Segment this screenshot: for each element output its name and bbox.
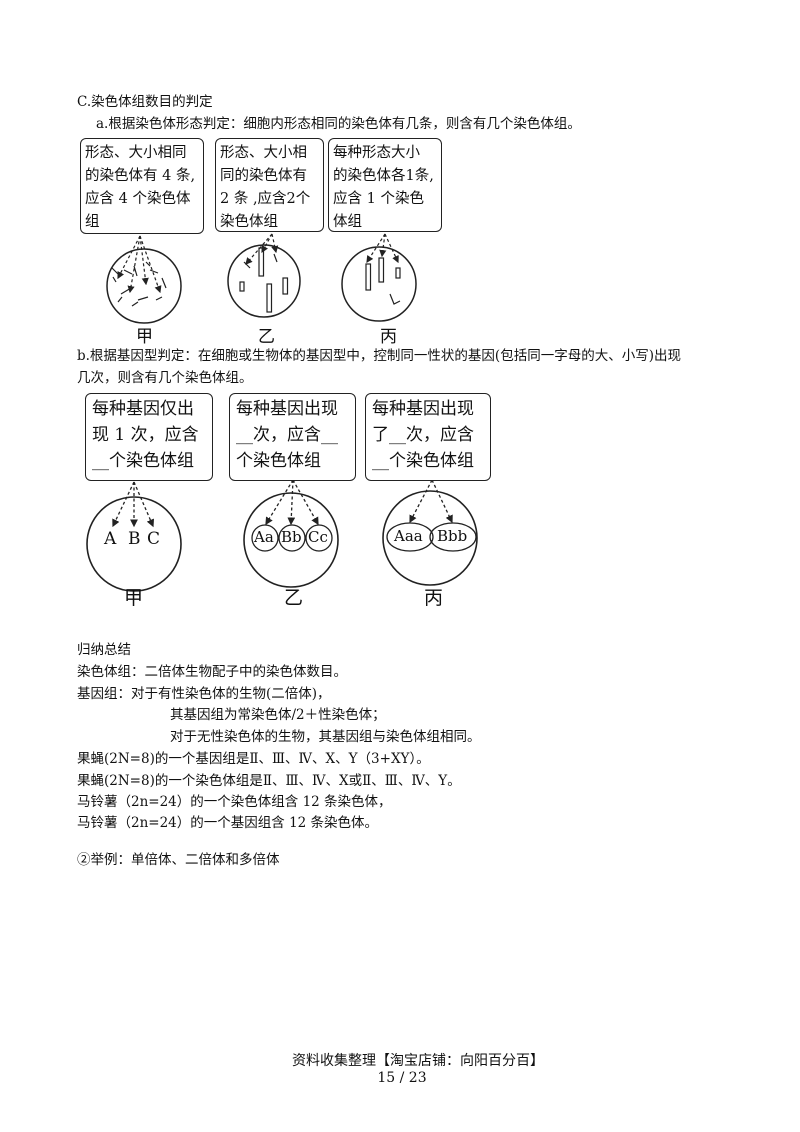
cell-yi-morph: [227, 233, 301, 318]
box-line: 2 条 ,应含2个: [220, 191, 311, 207]
morph-box-yi: 形态、大小相 同的染色体有 2 条 ,应含2个 染色体组: [215, 138, 324, 232]
box-line: 形态、大小相同: [85, 145, 187, 161]
summary-line-6: 果蝇(2N=8)的一个染色体组是Ⅱ、Ⅲ、Ⅳ、X或Ⅱ、Ⅲ、Ⅳ、Y。: [77, 773, 461, 789]
method-b-text-1: b.根据基因型判定：在细胞或生物体的基因型中，控制同一性状的基因(包括同一字母的…: [77, 348, 681, 364]
summary-line-2: 基因组：对于有性染色体的生物(二倍体)，: [77, 686, 331, 702]
summary-heading: 归纳总结: [77, 642, 131, 658]
summary-line-8: 马铃薯（2n=24）的一个基因组含 12 条染色体。: [77, 815, 379, 831]
cell-label2-jia: 甲: [124, 587, 144, 609]
box-line: 的染色体各1条,: [333, 168, 434, 184]
box-line: 每种形态大小: [333, 145, 420, 161]
box-line: 组: [85, 214, 100, 230]
footer-source: 资料收集整理【淘宝店铺：向阳百分百】: [292, 1053, 544, 1069]
method-b-text-2: 几次，则含有几个染色体组。: [77, 370, 253, 386]
cell-bing-morph: [341, 233, 417, 322]
box-line: 应含 1 个染色: [333, 191, 424, 207]
gene-Bbb: Bbb: [437, 527, 468, 545]
summary-line-1: 染色体组：二倍体生物配子中的染色体数目。: [77, 664, 347, 680]
morph-box-bing: 每种形态大小 的染色体各1条, 应含 1 个染色 体组: [328, 138, 442, 232]
box-line: 个染色体组: [236, 451, 321, 471]
gene-Aa: Aa: [254, 528, 274, 546]
gene-A: A: [104, 529, 117, 549]
box-line: 了__次，应含: [372, 425, 474, 445]
summary-line-5: 果蝇(2N=8)的一个基因组是Ⅱ、Ⅲ、Ⅳ、X、Y（3+XY）。: [77, 751, 430, 767]
gene-box-jia: 每种基因仅出 现 1 次，应含 __个染色体组: [85, 393, 213, 481]
example-line: ②举例：单倍体、二倍体和多倍体: [77, 852, 280, 868]
morph-box-jia: 形态、大小相同 的染色体有 4 条, 应含 4 个染色体 组: [80, 138, 204, 234]
gene-Aaa: Aaa: [394, 527, 423, 545]
box-line: 每种基因出现: [236, 399, 338, 419]
cell-jia-morph: [106, 235, 182, 324]
cell-yi-gene: [243, 479, 339, 588]
box-line: 现 1 次，应含: [92, 425, 199, 445]
box-line: 应含 4 个染色体: [85, 191, 191, 207]
cell-label2-yi: 乙: [284, 587, 304, 609]
cell-label-jia: 甲: [136, 327, 153, 347]
box-line: 染色体组: [220, 214, 278, 230]
box-line: __次，应含__: [236, 425, 338, 445]
box-line: 同的染色体有: [220, 168, 307, 184]
box-line: __个染色体组: [92, 451, 194, 471]
gene-box-yi: 每种基因出现 __次，应含__ 个染色体组: [229, 393, 356, 481]
page-number: 15 / 23: [377, 1070, 427, 1086]
summary-line-7: 马铃薯（2n=24）的一个染色体组含 12 条染色体，: [77, 794, 392, 810]
method-a-text: a.根据染色体形态判定：细胞内形态相同的染色体有几条，则含有几个染色体组。: [96, 116, 581, 132]
cell-label-bing: 丙: [380, 327, 397, 347]
gene-Cc: Cc: [308, 528, 328, 546]
cell-bing-gene: [382, 479, 478, 586]
cell-jia-gene: [86, 481, 182, 592]
summary-line-3: 其基因组为常染色体/2＋性染色体；: [170, 707, 386, 723]
summary-line-4: 对于无性染色体的生物，其基因组与染色体组相同。: [170, 729, 481, 745]
gene-box-bing: 每种基因出现 了__次，应含 __个染色体组: [365, 393, 491, 481]
gene-Bb: Bb: [281, 528, 302, 546]
gene-B: B: [128, 529, 141, 549]
box-line: 形态、大小相: [220, 145, 307, 161]
box-line: 每种基因出现: [372, 399, 474, 419]
cell-label2-bing: 丙: [424, 587, 444, 609]
box-line: __个染色体组: [372, 451, 474, 471]
gene-C: C: [147, 529, 161, 549]
box-line: 体组: [333, 214, 362, 230]
box-line: 的染色体有 4 条,: [85, 168, 196, 184]
section-title: C.染色体组数目的判定: [77, 94, 213, 110]
box-line: 每种基因仅出: [92, 399, 194, 419]
cell-label-yi: 乙: [258, 327, 275, 347]
